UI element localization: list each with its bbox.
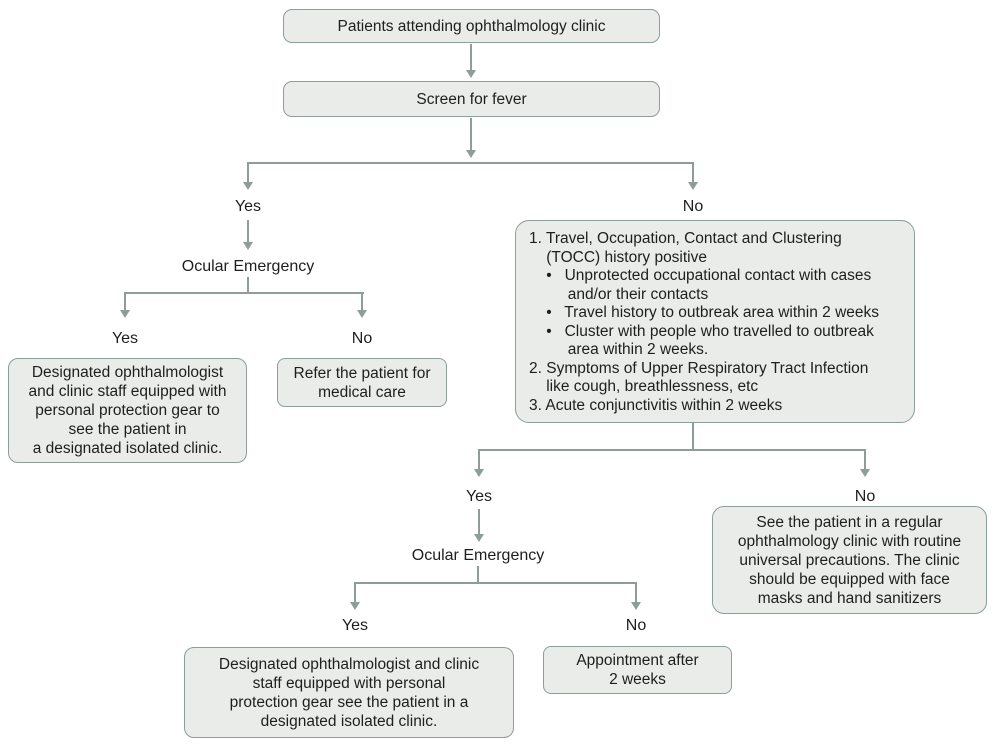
node-tocc-criteria: 1. Travel, Occupation, Contact and Clust…	[515, 220, 915, 423]
arrowhead-screen-to-split	[466, 150, 476, 158]
connector-fever-no	[692, 162, 694, 182]
connector-ocular-1-stem	[247, 277, 249, 294]
node-designated-isolated-clinic-2-text: Designated ophthalmologist and clinic st…	[218, 655, 480, 730]
arrowhead-fever-yes	[243, 182, 253, 190]
label-tocc-no: No	[854, 488, 876, 505]
node-refer-medical-care-text: Refer the patient for medical care	[293, 364, 431, 401]
node-screen-for-fever-text: Screen for fever	[416, 90, 527, 108]
label-ocular-emergency-2: Ocular Emergency	[411, 547, 545, 564]
arrowhead-ocular-1-no	[357, 310, 367, 318]
arrowhead-yes-to-ocular-2	[474, 534, 484, 542]
node-designated-isolated-clinic-1-text: Designated ophthalmologist and clinic st…	[28, 364, 227, 457]
node-regular-clinic: See the patient in a regular ophthalmolo…	[712, 506, 987, 614]
label-ocular-1-yes: Yes	[111, 330, 139, 347]
connector-screen-to-split	[470, 118, 472, 150]
arrowhead-yes-to-ocular-1	[243, 242, 253, 250]
label-ocular-2-yes: Yes	[341, 617, 369, 634]
node-appointment-2-weeks-text: Appointment after 2 weeks	[576, 652, 699, 688]
arrowhead-fever-no	[688, 182, 698, 190]
label-fever-no: No	[682, 198, 704, 215]
node-designated-isolated-clinic-2: Designated ophthalmologist and clinic st…	[184, 647, 514, 738]
connector-yes-to-ocular-1	[247, 220, 249, 242]
node-appointment-2-weeks: Appointment after 2 weeks	[543, 646, 732, 694]
node-patients-attending-text: Patients attending ophthalmology clinic	[337, 17, 606, 35]
node-tocc-criteria-text: 1. Travel, Occupation, Contact and Clust…	[529, 230, 880, 414]
node-patients-attending: Patients attending ophthalmology clinic	[283, 9, 660, 43]
connector-tocc-stem	[692, 423, 694, 451]
connector-yes-to-ocular-2	[478, 509, 480, 534]
connector-ocular-2-yes	[354, 582, 356, 602]
arrowhead-tocc-no	[860, 469, 870, 477]
node-screen-for-fever: Screen for fever	[283, 81, 660, 117]
arrowhead-ocular-2-no	[631, 602, 641, 610]
connector-ocular-2-no	[635, 582, 637, 602]
arrowhead-start-to-screen	[466, 70, 476, 78]
connector-tocc-no	[864, 449, 866, 469]
connector-ocular-1-yes	[124, 292, 126, 310]
label-ocular-1-no: No	[351, 330, 373, 347]
connector-ocular-2-split	[354, 582, 637, 584]
arrowhead-ocular-2-yes	[350, 602, 360, 610]
connector-fever-yes	[247, 162, 249, 182]
node-refer-medical-care: Refer the patient for medical care	[277, 358, 447, 407]
connector-tocc-split	[478, 449, 866, 451]
node-designated-isolated-clinic-1: Designated ophthalmologist and clinic st…	[8, 358, 247, 463]
label-ocular-emergency-1: Ocular Emergency	[181, 258, 315, 275]
connector-tocc-yes	[478, 449, 480, 469]
arrowhead-tocc-yes	[474, 469, 484, 477]
connector-fever-split	[247, 162, 694, 164]
connector-ocular-1-no	[361, 292, 363, 310]
label-fever-yes: Yes	[234, 198, 262, 215]
label-tocc-yes: Yes	[465, 488, 493, 505]
connector-ocular-2-stem	[477, 566, 479, 584]
connector-ocular-1-split	[124, 292, 364, 294]
node-regular-clinic-text: See the patient in a regular ophthalmolo…	[737, 513, 962, 607]
label-ocular-2-no: No	[625, 617, 647, 634]
connector-start-to-screen	[470, 44, 472, 70]
arrowhead-ocular-1-yes	[120, 310, 130, 318]
